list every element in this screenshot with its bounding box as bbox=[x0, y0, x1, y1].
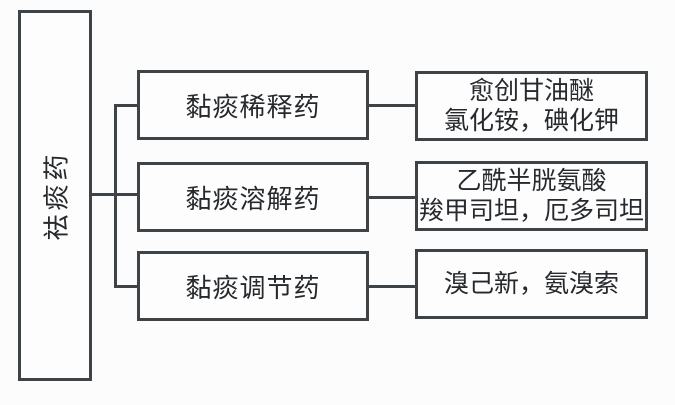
connector-bracket-vertical bbox=[114, 104, 117, 288]
category-label: 黏痰调节药 bbox=[185, 272, 321, 303]
connector-bracket-to-row3 bbox=[114, 285, 140, 288]
connector-row3-category-to-drugs bbox=[366, 285, 418, 288]
drug-line: 乙酰半胱氨酸 bbox=[456, 167, 607, 195]
drug-node-mucus-dissolving: 乙酰半胱氨酸 羧甲司坦，厄多司坦 bbox=[415, 161, 648, 231]
connector-bracket-to-row1 bbox=[114, 104, 140, 107]
category-node-mucus-dissolving: 黏痰溶解药 bbox=[137, 162, 369, 232]
category-node-mucus-diluting: 黏痰稀释药 bbox=[137, 70, 369, 140]
category-label: 黏痰稀释药 bbox=[185, 91, 321, 122]
category-node-mucus-regulating: 黏痰调节药 bbox=[137, 251, 369, 321]
drug-line: 溴己新，氨溴索 bbox=[443, 270, 619, 298]
drug-line: 羧甲司坦，厄多司坦 bbox=[418, 197, 644, 225]
root-node-expectorant: 祛痰药 bbox=[18, 10, 92, 381]
root-node-label: 祛痰药 bbox=[41, 150, 72, 241]
drug-node-mucus-regulating: 溴己新，氨溴索 bbox=[415, 249, 648, 319]
connector-row2-category-to-drugs bbox=[366, 196, 418, 199]
drug-node-mucus-diluting: 愈创甘油醚 氯化铵，碘化钾 bbox=[415, 71, 648, 141]
drug-line: 氯化铵，碘化钾 bbox=[443, 107, 619, 135]
category-label: 黏痰溶解药 bbox=[185, 183, 321, 214]
connector-row1-category-to-drugs bbox=[366, 104, 418, 107]
drug-line: 愈创甘油醚 bbox=[468, 77, 594, 105]
